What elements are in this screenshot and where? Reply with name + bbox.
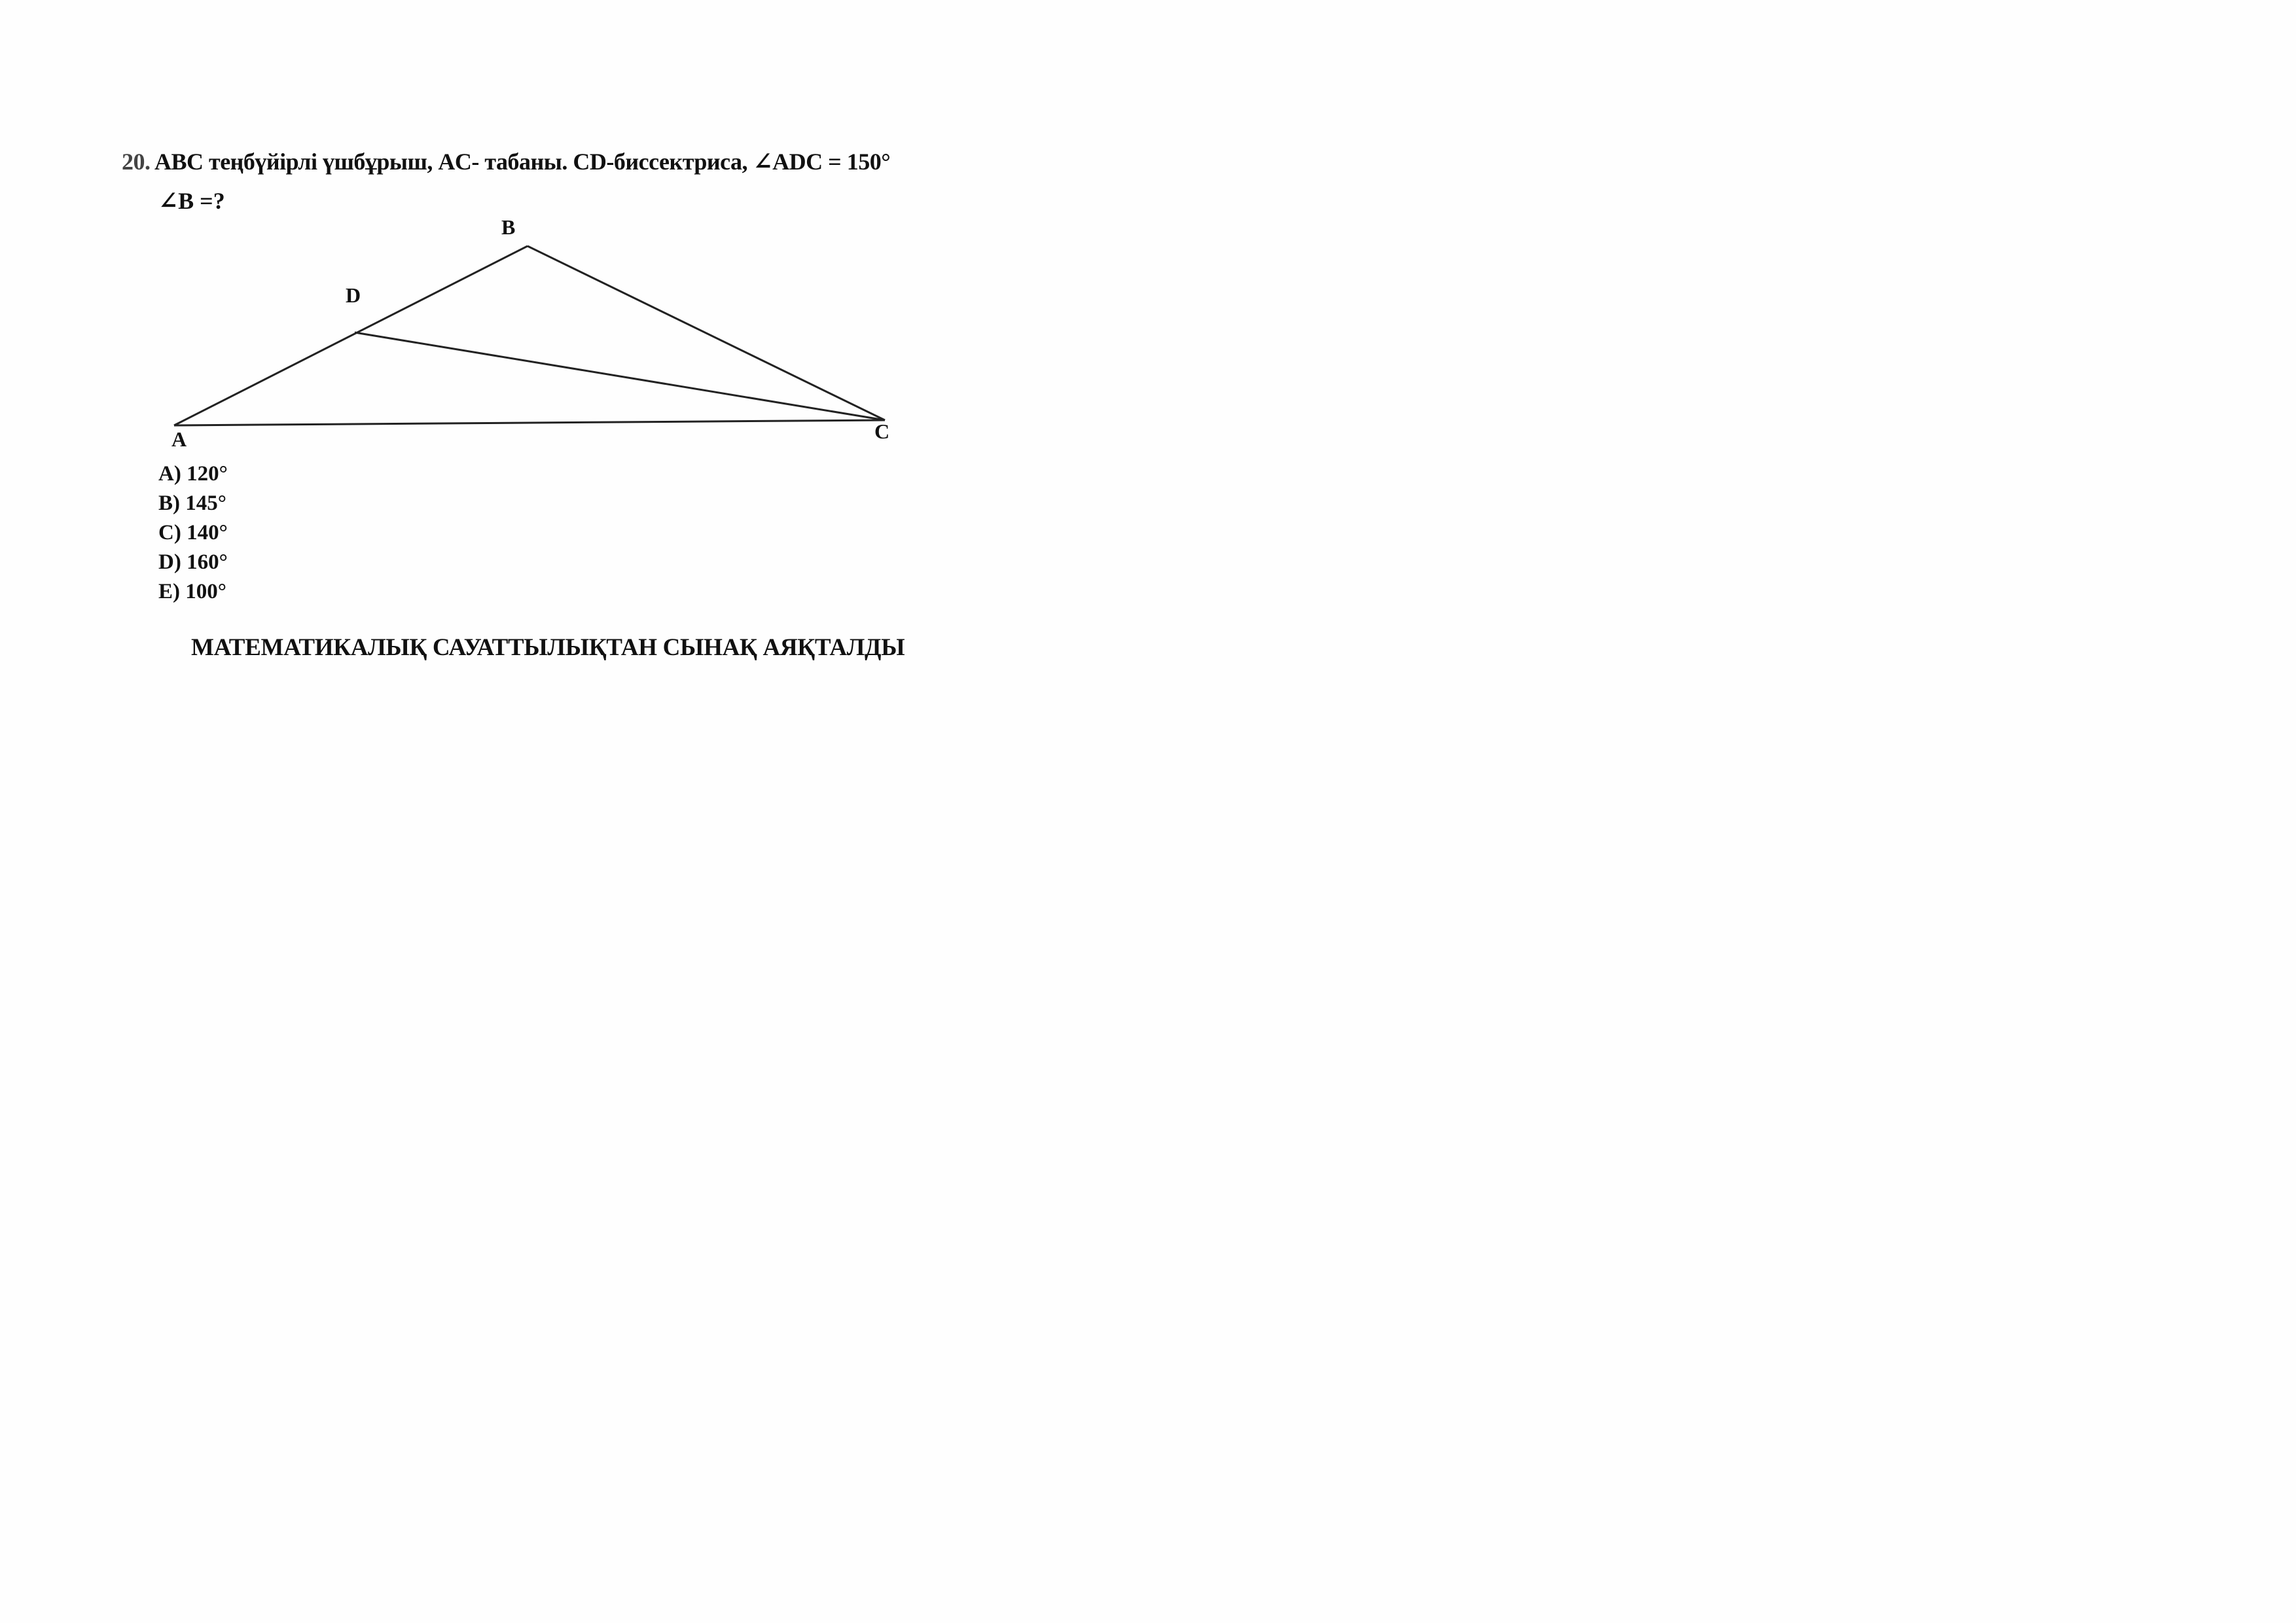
vertex-label-b: B (501, 215, 515, 239)
side-ab (173, 245, 528, 427)
question-text: 20. ABC теңбүйірлі үшбұрыш, AC- табаны. … (122, 148, 891, 175)
question-statement: ABC теңбүйірлі үшбұрыш, AC- табаны. CD-б… (154, 149, 891, 175)
vertex-label-d: D (346, 283, 361, 307)
side-ac (173, 419, 886, 427)
option-d: D) 160° (158, 550, 228, 574)
vertex-label-c: C (874, 419, 889, 443)
bisector-cd (354, 331, 886, 421)
question-number: 20. (122, 149, 151, 175)
option-c: C) 140° (158, 521, 228, 544)
triangle-diagram: B D A C (171, 215, 889, 451)
triangle-figure: B D A C (151, 209, 936, 458)
option-a: A) 120° (158, 462, 228, 486)
answer-options: A) 120° B) 145° C) 140° D) 160° E) 100° (158, 459, 228, 607)
option-b: B) 145° (158, 491, 226, 515)
question-ask: ∠B =? (158, 188, 225, 214)
side-bc (527, 245, 886, 421)
option-e: E) 100° (158, 580, 226, 603)
test-end-title: МАТЕМАТИКАЛЫҚ САУАТТЫЛЫҚТАН СЫНАҚ АЯҚТАЛ… (191, 634, 905, 661)
vertex-label-a: A (171, 427, 187, 451)
